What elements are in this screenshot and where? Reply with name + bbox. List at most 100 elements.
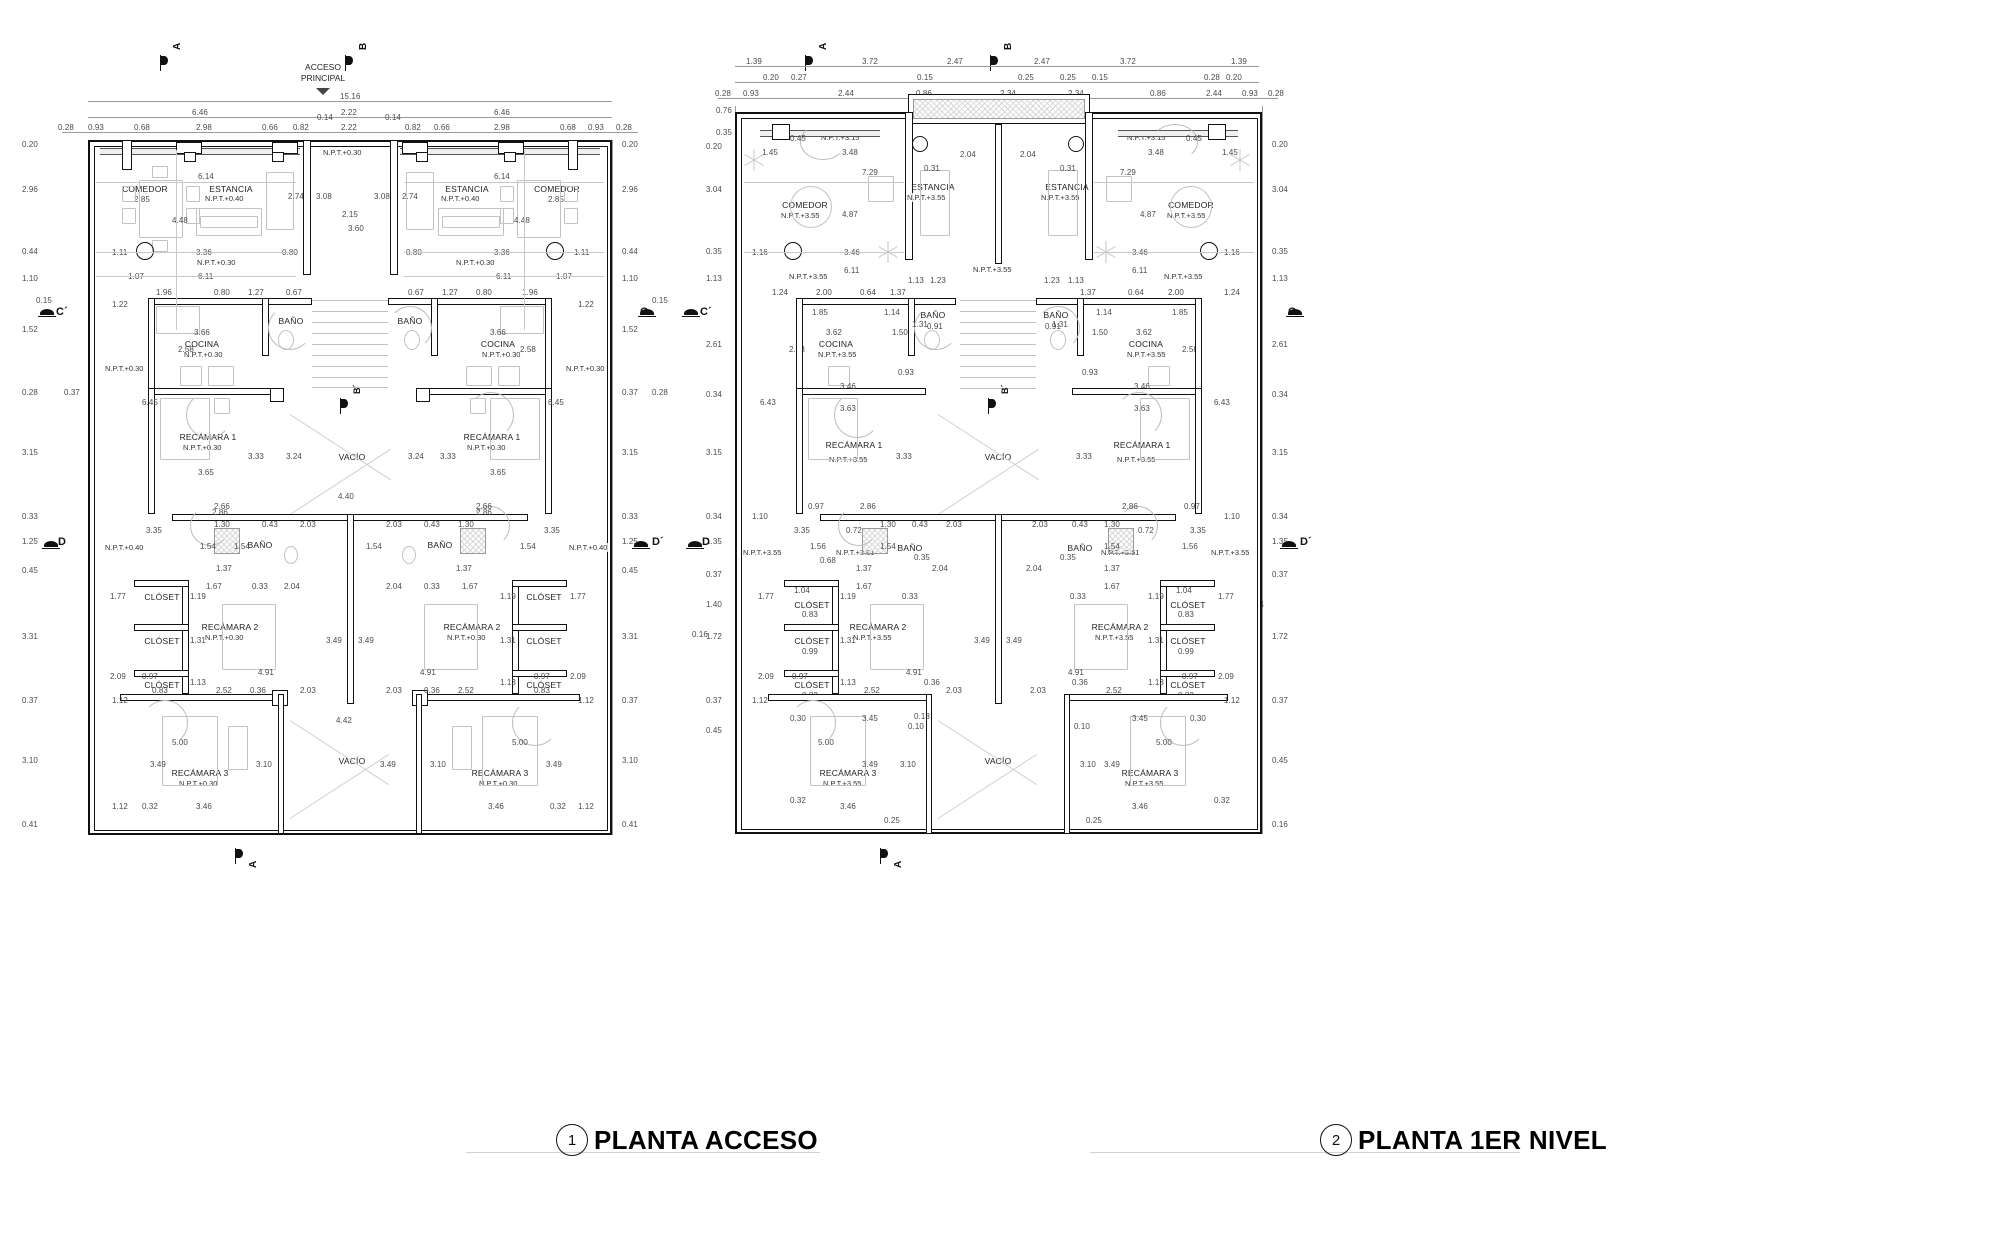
p2-idim-203b: 2.03	[946, 686, 962, 695]
p2-section-marker-a-bottom	[880, 848, 889, 864]
p2-idim-131b: 1.31	[840, 636, 856, 645]
plan1-idim-203c: 2.03	[300, 686, 316, 695]
plan1-column-t2b	[272, 152, 284, 162]
plan1-column-tr	[568, 140, 578, 170]
plan1-right-closet-wall-h1	[512, 580, 567, 587]
plan1-idim-266: 2.66	[214, 502, 230, 511]
p2-idim-204r: 2.04	[1020, 150, 1036, 159]
plan1-idim-097r: 0.97	[534, 672, 550, 681]
p2-idim-729r: 7.29	[1120, 168, 1136, 177]
p2-right-bano2-label: BAÑO	[1067, 543, 1093, 553]
plan1-idim-122: 1.22	[112, 300, 128, 309]
p2-ldim-4: 0.35	[706, 247, 722, 256]
p2-vacio-2: VACÍO	[984, 756, 1012, 766]
right-dim-1-4: 0.15	[652, 296, 668, 305]
plan1-left-rec3-wall	[120, 694, 280, 701]
bay-dim-1-2: 6.46	[494, 108, 510, 117]
plan2-col-tl	[772, 124, 790, 140]
right-dim-1-13: 3.10	[622, 756, 638, 765]
plan1-idim-196: 1.96	[156, 288, 172, 297]
p2-rdim-2: 0.35	[1272, 247, 1288, 256]
p2-idim-348r: 3.48	[1148, 148, 1164, 157]
plan1-left-round-column	[136, 242, 154, 260]
p2-idim-137br: 1.37	[1104, 564, 1120, 573]
plan1-idim-137: 1.37	[216, 564, 232, 573]
p2-tdim-c3: 0.86	[916, 89, 932, 98]
p2-idim-310r: 3.10	[1080, 760, 1096, 769]
section-marker-b-top	[345, 55, 354, 71]
p2-dim-line-a	[735, 66, 1259, 67]
plan1-left-rec2-label: RECÁMARA 2	[201, 622, 259, 632]
p2-idim-167r: 1.67	[1104, 582, 1120, 591]
plan1-right-rec3-npt: N.P.T.+0.30	[478, 779, 519, 788]
plan1-left-estancia-label: ESTANCIA	[209, 184, 253, 194]
p2-right-bed3	[1130, 716, 1186, 786]
p2-ldim-14: 0.37	[706, 696, 722, 705]
plan1-idim-209r: 2.09	[570, 672, 586, 681]
section-label-d-prime-right: D´	[652, 536, 664, 548]
plan1-idim-083: 0.83	[152, 686, 168, 695]
plan1-right-stove	[498, 366, 520, 386]
p2-idim-362r: 3.62	[1136, 328, 1152, 337]
p2-idim-167: 1.67	[856, 582, 872, 591]
plan1-vacio-2: VACÍO	[338, 756, 366, 766]
p2-right-round-table	[1170, 186, 1212, 228]
p2-tdim-a0: 1.39	[746, 57, 762, 66]
p2-grid-h3	[744, 252, 904, 253]
right-dim-1-5: 1.52	[622, 325, 638, 334]
p2-ldim-3: 3.04	[706, 185, 722, 194]
plan1-right-bano2-label: BAÑO	[427, 540, 453, 550]
p2-idim-209: 2.09	[758, 672, 774, 681]
p2-tdim-b7: 0.20	[1226, 73, 1242, 82]
p2-section-label-b-top: B	[1003, 42, 1014, 50]
p2-idim-113r: 1.13	[1068, 276, 1084, 285]
plan1-swing-3	[190, 506, 230, 546]
plan1-left-desk3	[228, 726, 248, 770]
plan1-idim-036r: 0.36	[424, 686, 440, 695]
p2-idim-491r: 4.91	[1068, 668, 1084, 677]
plan1-idim-067r: 0.67	[408, 288, 424, 297]
p2-right-cocina-label: COCINA	[1128, 339, 1164, 349]
plan1-right-closet-wall-h2	[512, 624, 567, 631]
p2-left-npt-corr: N.P.T.+3.55	[742, 548, 783, 557]
p2-section-marker-c-prime	[682, 308, 700, 317]
p2-right-estancia-label: ESTANCIA	[1045, 182, 1089, 192]
p2-rdim-1: 3.04	[1272, 185, 1288, 194]
p2-idim-010: 0.10	[908, 722, 924, 731]
plan1-swing-5	[512, 700, 558, 746]
right-dim-1-2: 0.44	[622, 247, 638, 256]
p2-right-rec3-v	[1064, 694, 1070, 834]
plan1-left-chair-2	[122, 208, 136, 224]
plan1-column-t3b	[416, 152, 428, 162]
p2-idim-177: 1.77	[758, 592, 774, 601]
plan1-idim-154: 1.54	[200, 542, 216, 551]
p2-right-round-column	[1200, 242, 1218, 260]
p2-tdim-b6: 0.28	[1204, 73, 1220, 82]
p2-idim-033: 0.33	[902, 592, 918, 601]
p2-idim-203r: 2.03	[1032, 520, 1048, 529]
p2-idim-072: 0.72	[846, 526, 862, 535]
p2-left-rec2-label: RECÁMARA 2	[849, 622, 907, 632]
plan1-left-dining-table	[139, 180, 183, 238]
p2-swing-4	[1036, 306, 1080, 350]
plan1-left-closet-wall-h2	[134, 624, 189, 631]
plan1-right-closet-3: CLÓSET	[526, 680, 562, 690]
p2-idim-131br: 1.31	[1148, 636, 1164, 645]
p2-center-vwall	[995, 514, 1002, 704]
p2-left-closet-wall-h2	[784, 624, 839, 631]
p2-idim-363: 3.63	[840, 404, 856, 413]
p2-idim-036r: 0.36	[1072, 678, 1088, 687]
left-dim-1-7: 3.15	[22, 448, 38, 457]
p2-idim-119: 1.19	[840, 592, 856, 601]
p2-idim-333r: 3.33	[1076, 452, 1092, 461]
plan1-idim-346r: 3.46	[488, 802, 504, 811]
plan1-idim-137r: 1.37	[456, 564, 472, 573]
p2-ldim-2: 0.20	[706, 142, 722, 151]
p2-left-sofa	[920, 170, 950, 236]
plan1-stair-run	[312, 300, 388, 388]
p2-idim-110r: 1.10	[1224, 512, 1240, 521]
bay-dim-1-1: 2.22	[341, 108, 357, 117]
p2-idim-346b: 3.46	[840, 382, 856, 391]
p2-left-closet-2: CLÓSET	[794, 636, 830, 646]
p2-idim-362: 3.62	[826, 328, 842, 337]
